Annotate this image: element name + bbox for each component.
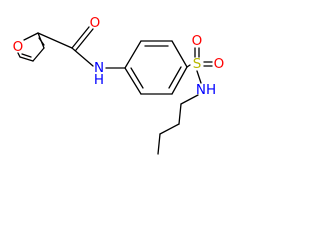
ring-inner-2 (168, 66, 182, 89)
furan-bond-c3-c4 (32, 47, 45, 62)
amide-hydrogen-label: H (94, 72, 104, 88)
ring-bond-6 (124, 67, 142, 95)
sulfonyl-oxygen-left-label: O (192, 33, 203, 49)
bond-layer (17, 26, 213, 155)
furan-bond-c4-c5 (19, 56, 34, 62)
structure-diagram: O O N H S O O NH (13, 15, 225, 155)
bond-furan-carbonyl (37, 32, 73, 49)
butyl-bond-2 (178, 103, 182, 125)
furan-oxygen-label: O (13, 39, 24, 55)
furan-double-c2-c3 (38, 37, 45, 46)
furan-bond-o-c2 (23, 32, 39, 41)
ring-inner-3 (130, 67, 144, 89)
furan-bond-c5-o (17, 52, 21, 58)
ring-bond-1 (124, 40, 142, 69)
butyl-bond-1 (180, 94, 199, 105)
sulfur-label: S (193, 56, 202, 72)
butyl-bond-3 (159, 123, 180, 135)
butyl-bond-4 (157, 133, 161, 155)
sulfonamide-nh-label: NH (196, 82, 216, 98)
carbonyl-double-a (71, 26, 90, 49)
bond-carbonyl-n (71, 47, 94, 67)
sulfonyl-oxygen-right-label: O (214, 56, 225, 72)
furan-double-c4-c5 (21, 53, 32, 58)
ring-bond-4 (171, 66, 188, 95)
atom-label-layer: O O N H S O O NH (13, 15, 225, 98)
bond-ring-s (186, 64, 191, 68)
carbonyl-oxygen-label: O (90, 15, 101, 31)
amide-nitrogen-label: N (94, 60, 104, 76)
carbonyl-double-b (75, 28, 94, 51)
ring-bond-3 (171, 40, 188, 68)
bond-s-n (196, 70, 202, 84)
